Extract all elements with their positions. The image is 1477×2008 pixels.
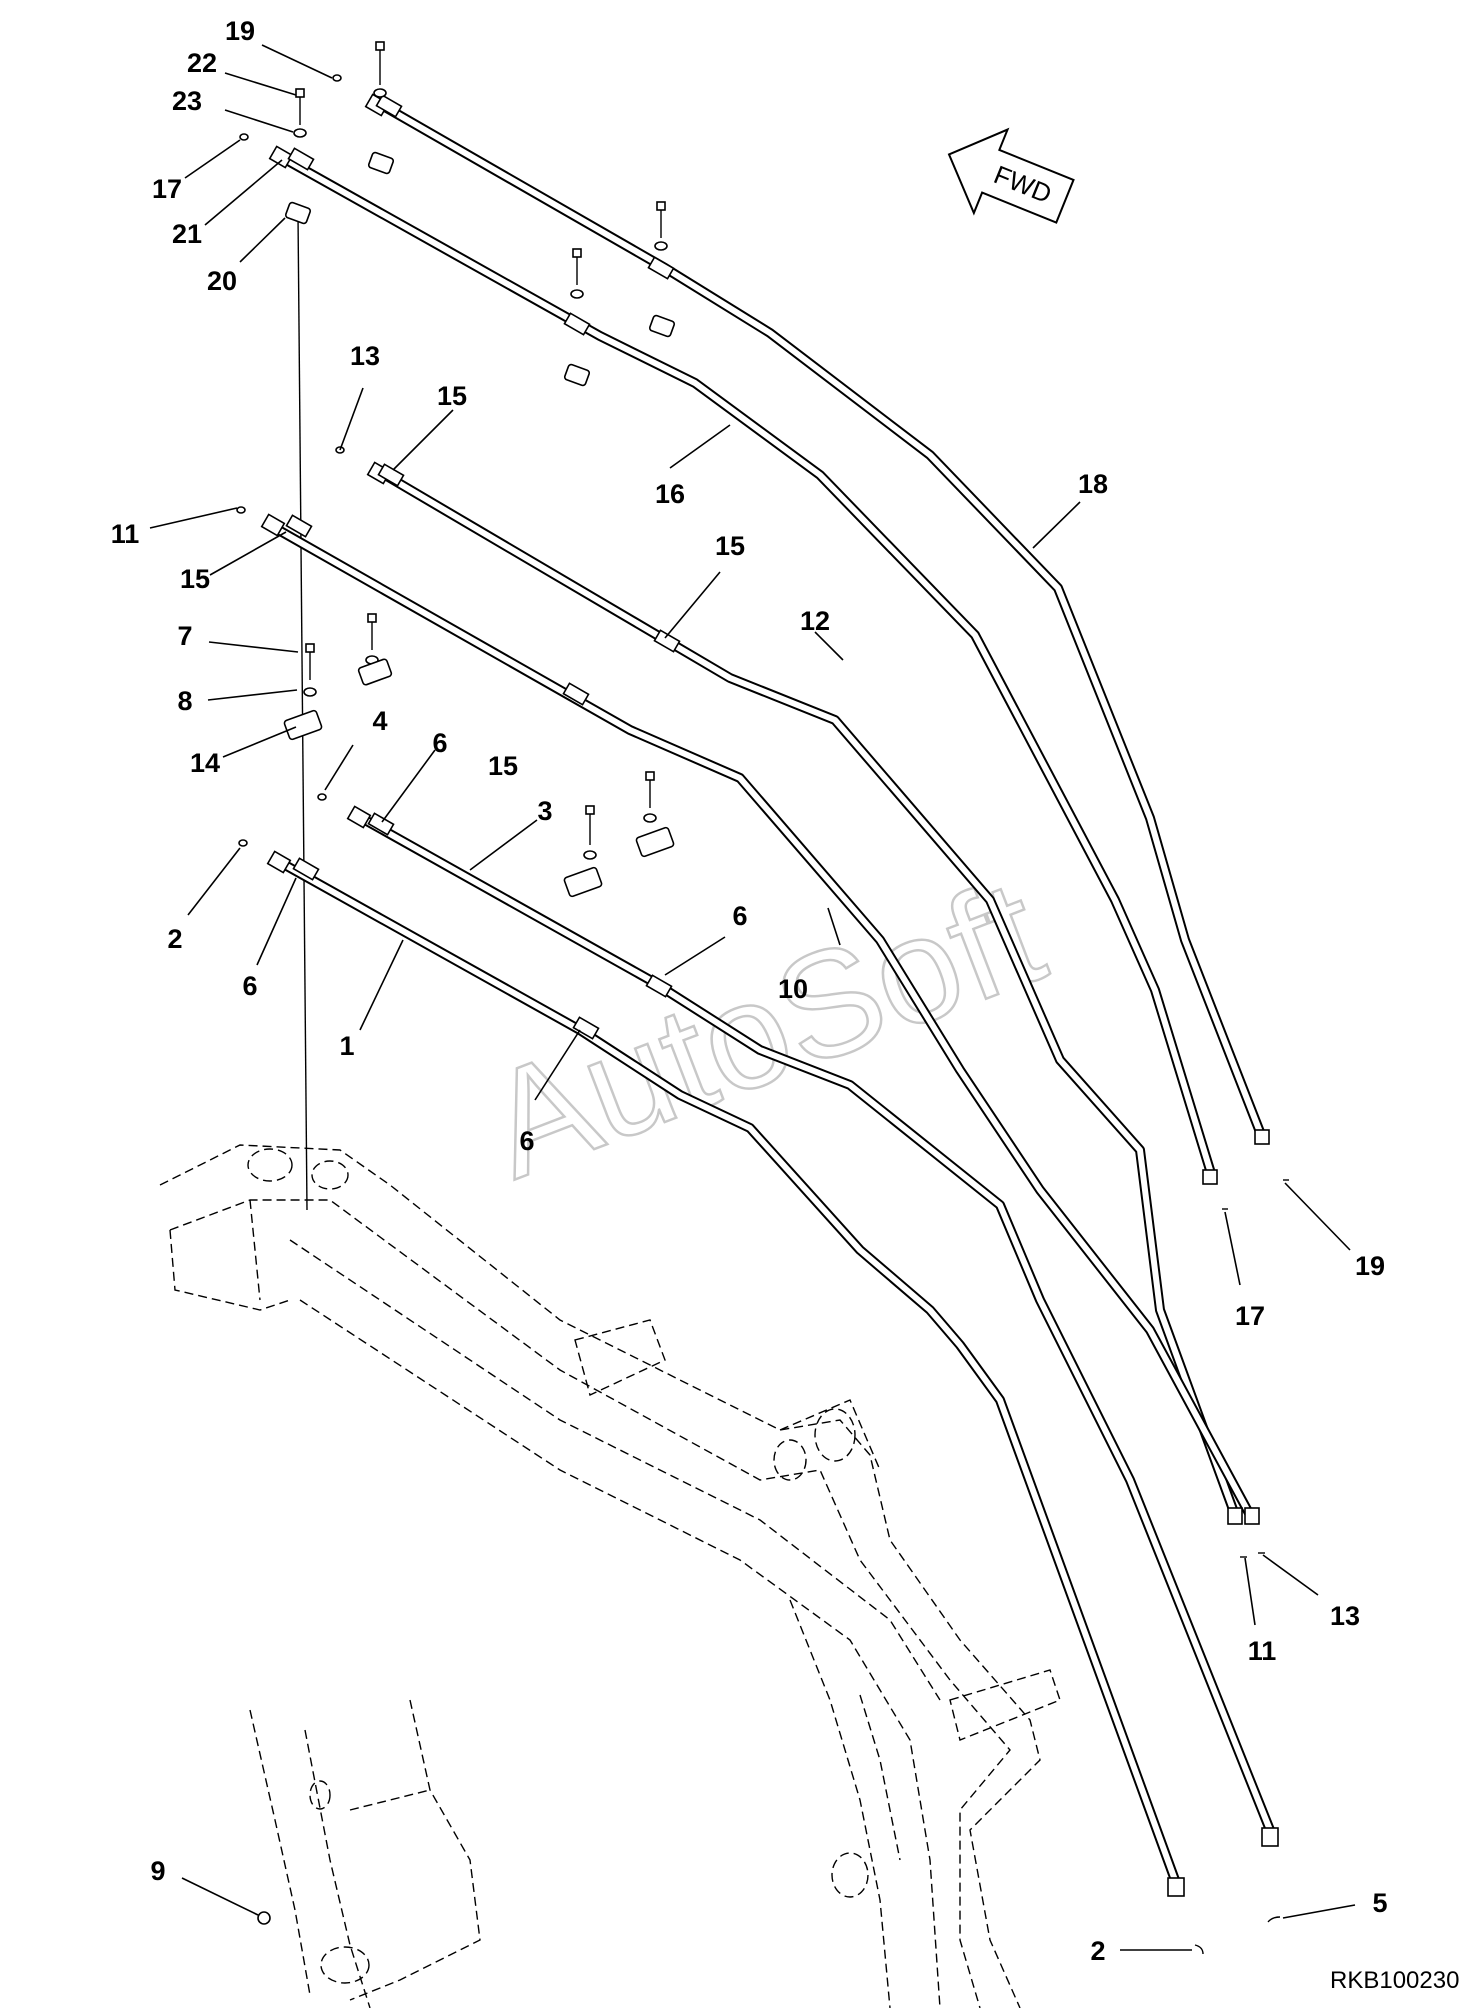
callout-12: 12: [800, 606, 830, 636]
callout-5: 5: [1372, 1888, 1387, 1918]
callout-4: 4: [372, 706, 387, 736]
callout-23: 23: [172, 86, 202, 116]
callout-15: 15: [437, 381, 467, 411]
boom-outline: [159, 1144, 1061, 2008]
callout-15: 15: [715, 531, 745, 561]
callout-6: 6: [242, 971, 257, 1001]
arm-outline: [249, 1699, 481, 2008]
callout-3: 3: [537, 796, 552, 826]
callout-6: 6: [519, 1126, 534, 1156]
bolt-set-middle: [283, 613, 675, 898]
callout-9: 9: [150, 1856, 165, 1886]
callout-7: 7: [177, 621, 192, 651]
callout-21: 21: [172, 219, 202, 249]
callout-22: 22: [187, 48, 217, 78]
pipe-18: [380, 102, 1265, 1137]
callout-8: 8: [177, 686, 192, 716]
callout-2: 2: [167, 924, 182, 954]
callout-11: 11: [111, 519, 140, 549]
bolt-set-top: [284, 41, 676, 387]
callout-6: 6: [432, 728, 447, 758]
callout-20: 20: [207, 266, 237, 296]
pipe-fittings: [260, 93, 1279, 1897]
pipe-clamps: [285, 94, 681, 1040]
leader-lines: [149, 44, 1356, 1951]
callout-13: 13: [1330, 1601, 1360, 1631]
callout-11: 11: [1248, 1636, 1277, 1666]
callout-15: 15: [180, 564, 210, 594]
callout-10: 10: [778, 974, 808, 1004]
callout-19: 19: [1355, 1251, 1385, 1281]
callout-15: 15: [488, 751, 518, 781]
callout-13: 13: [350, 341, 380, 371]
pipe-10: [270, 523, 1255, 1520]
callout-1: 1: [339, 1031, 354, 1061]
fwd-arrow: FWD: [947, 127, 1075, 224]
assembly-centerline: [297, 214, 308, 1211]
drawing-id: RKB100230: [1330, 1967, 1459, 1994]
grease-fitting-9: [257, 1911, 271, 1925]
pipe-12: [380, 470, 1240, 1520]
pipe-16: [285, 157, 1215, 1175]
callout-18: 18: [1078, 469, 1108, 499]
callout-6: 6: [732, 901, 747, 931]
callout-17: 17: [152, 174, 182, 204]
callout-14: 14: [190, 748, 220, 778]
callout-labels: 19 22 23 17 21 20 13 15 16 18 11 15 15 1…: [111, 16, 1388, 1966]
pipe-1: [280, 860, 1180, 1885]
callout-19: 19: [225, 16, 255, 46]
o-rings: [236, 74, 1289, 1955]
callout-17: 17: [1235, 1301, 1265, 1331]
callout-16: 16: [655, 479, 685, 509]
watermark: AutoSoft: [466, 847, 1063, 1210]
callout-2: 2: [1090, 1936, 1105, 1966]
